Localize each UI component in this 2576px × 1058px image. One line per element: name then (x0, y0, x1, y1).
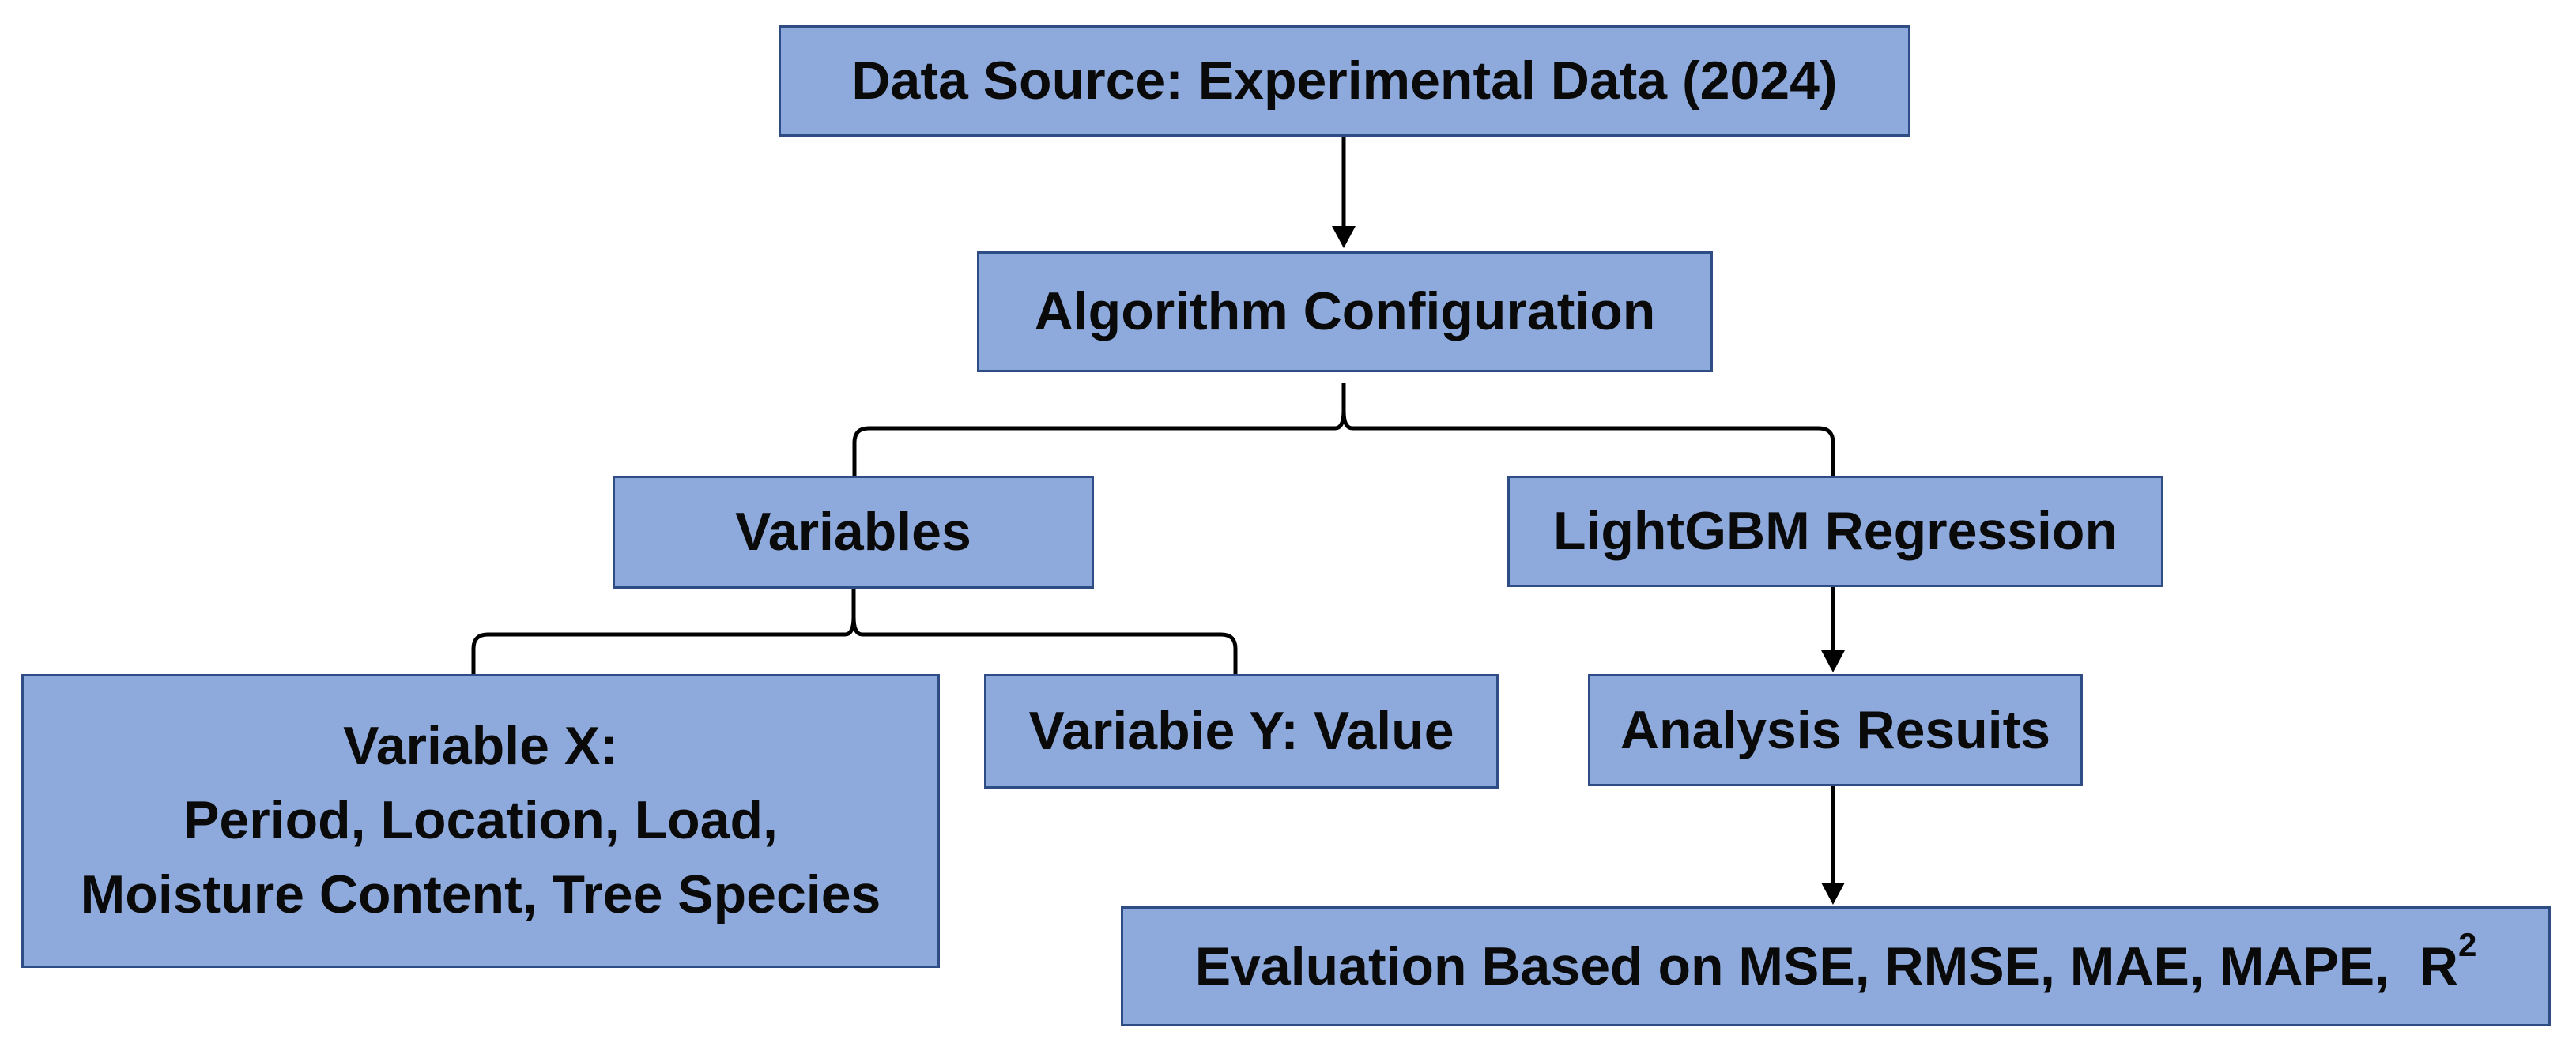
node-variable-x: Variable X: Period, Location, Load, Mois… (21, 674, 940, 968)
node-variables: Variables (613, 476, 1094, 589)
arrow-lightgbm-to-analysis (1821, 587, 1845, 672)
node-analysis-results: Analysis Resuits (1588, 674, 2083, 786)
arrow-datasource-to-algorithm (1332, 137, 1356, 248)
node-evaluation: Evaluation Based on MSE, RMSE, MAE, MAPE… (1121, 906, 2551, 1026)
arrow-analysis-to-evaluation (1821, 786, 1845, 905)
node-evaluation-label: Evaluation Based on MSE, RMSE, MAE, MAPE… (1194, 926, 2477, 1001)
brace-algorithm-to-branches (852, 383, 1835, 478)
node-variable-y-label: Variabie Y: Value (1028, 701, 1454, 762)
node-variable-x-line2: Moisture Content, Tree Species (80, 864, 881, 924)
node-evaluation-text: Evaluation Based on MSE, RMSE, MAE, MAPE… (1194, 936, 2458, 996)
node-analysis-results-label: Analysis Resuits (1620, 699, 2051, 760)
node-variable-x-line1: Period, Location, Load, (183, 790, 778, 851)
node-algorithm-configuration: Algorithm Configuration (977, 251, 1713, 372)
brace-variables-to-xy (471, 589, 1238, 676)
node-data-source-label: Data Source: Experimental Data (2024) (851, 51, 1838, 111)
node-evaluation-superscript: 2 (2457, 925, 2477, 963)
node-variables-label: Variables (735, 502, 971, 563)
node-lightgbm-regression: LightGBM Regression (1507, 476, 2163, 587)
node-data-source: Data Source: Experimental Data (2024) (779, 25, 1910, 137)
node-variable-y: Variabie Y: Value (984, 674, 1499, 789)
node-algorithm-configuration-label: Algorithm Configuration (1034, 281, 1656, 342)
node-variable-x-title: Variable X: (343, 716, 618, 777)
node-lightgbm-regression-label: LightGBM Regression (1552, 501, 2118, 562)
